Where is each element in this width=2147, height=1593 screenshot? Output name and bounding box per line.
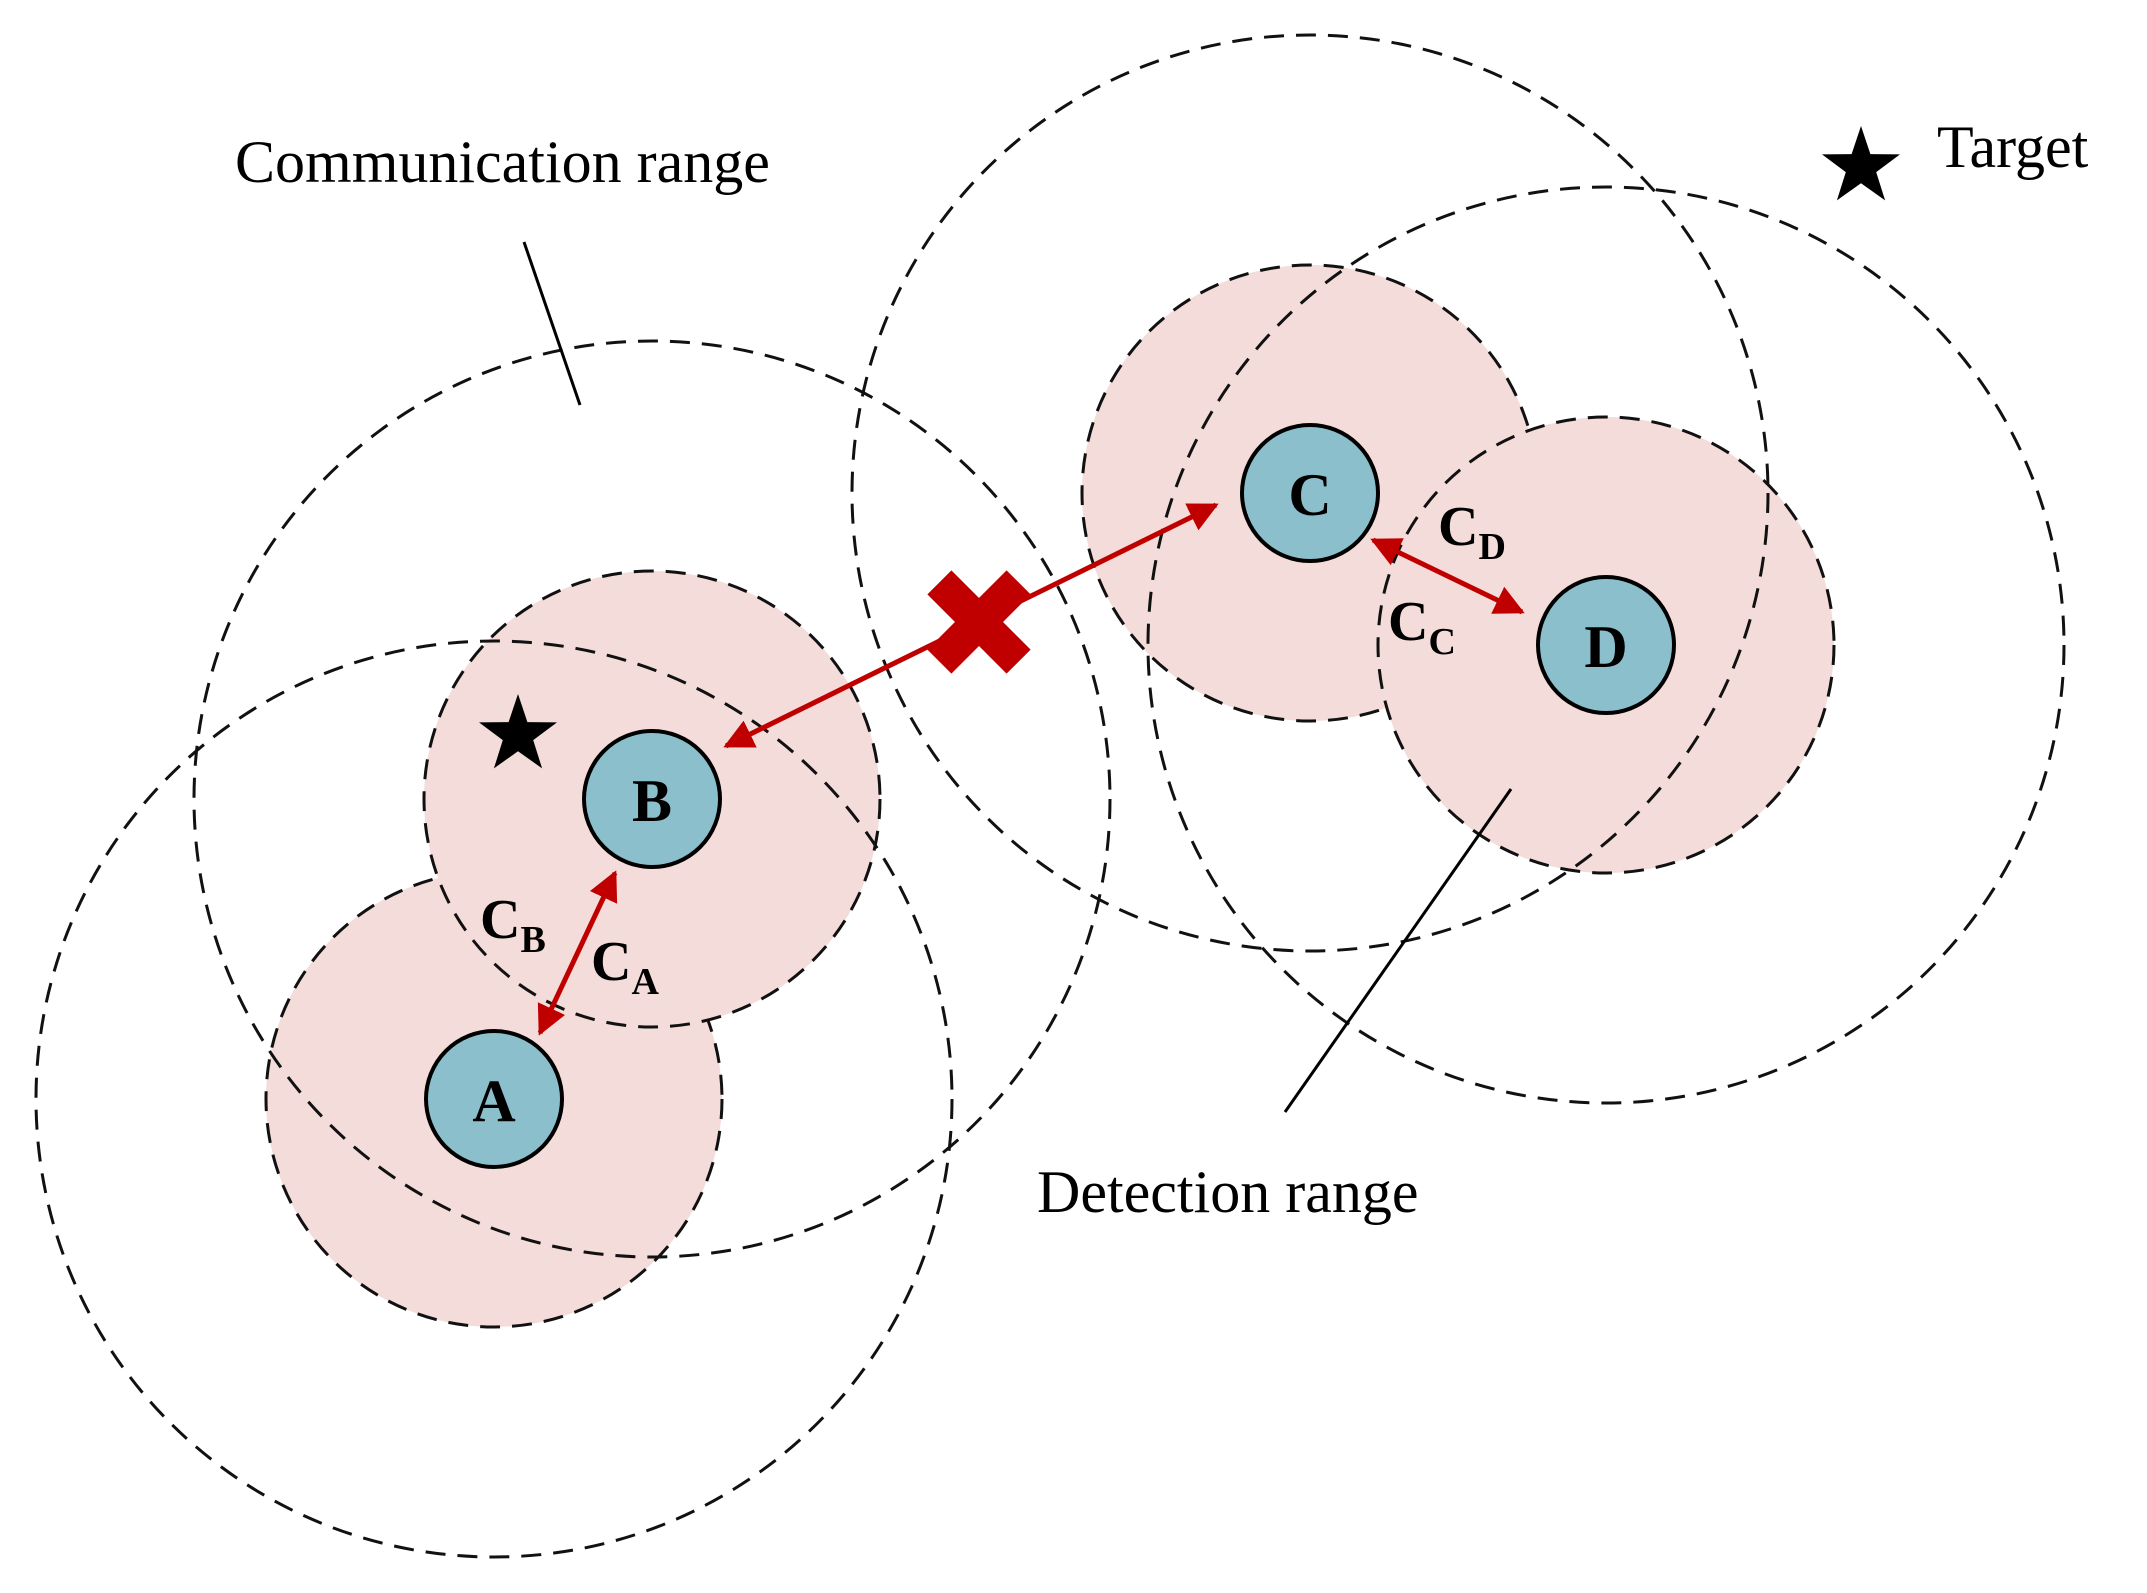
arrow-a-b: [537, 870, 618, 1036]
node-d: D: [1536, 575, 1676, 715]
node-a-label: A: [472, 1068, 515, 1134]
target-legend-label: Target: [1937, 114, 2089, 180]
arrow-c-d: [1370, 537, 1525, 615]
node-b: B: [582, 729, 722, 869]
target-star-icon: [479, 694, 557, 769]
legend-target-star-icon: [1822, 126, 1900, 201]
node-c-label: C: [1288, 462, 1331, 528]
node-d-label: D: [1584, 614, 1627, 680]
communication-range-c: [850, 33, 1770, 953]
node-a: A: [424, 1029, 564, 1169]
communication-ranges: [34, 33, 2066, 1559]
node-b-label: B: [632, 768, 672, 834]
node-c: C: [1240, 423, 1380, 563]
link-label-ca: CA: [591, 931, 659, 1003]
communication-range-label: Communication range: [235, 129, 770, 195]
nodes: A B C D: [424, 423, 1676, 1169]
blocked-link-cross-icon: [927, 570, 1031, 674]
communication-range-pointer: [522, 241, 582, 406]
link-label-cb: CB: [480, 889, 546, 961]
link-label-cc: CC: [1388, 591, 1456, 663]
link-label-cd: CD: [1438, 496, 1506, 568]
communication-range-b: [192, 339, 1112, 1259]
communication-range-d: [1146, 185, 2066, 1105]
detection-range-pointer: [1283, 788, 1513, 1113]
communication-range-a: [34, 639, 954, 1559]
detection-range-label: Detection range: [1037, 1159, 1418, 1225]
